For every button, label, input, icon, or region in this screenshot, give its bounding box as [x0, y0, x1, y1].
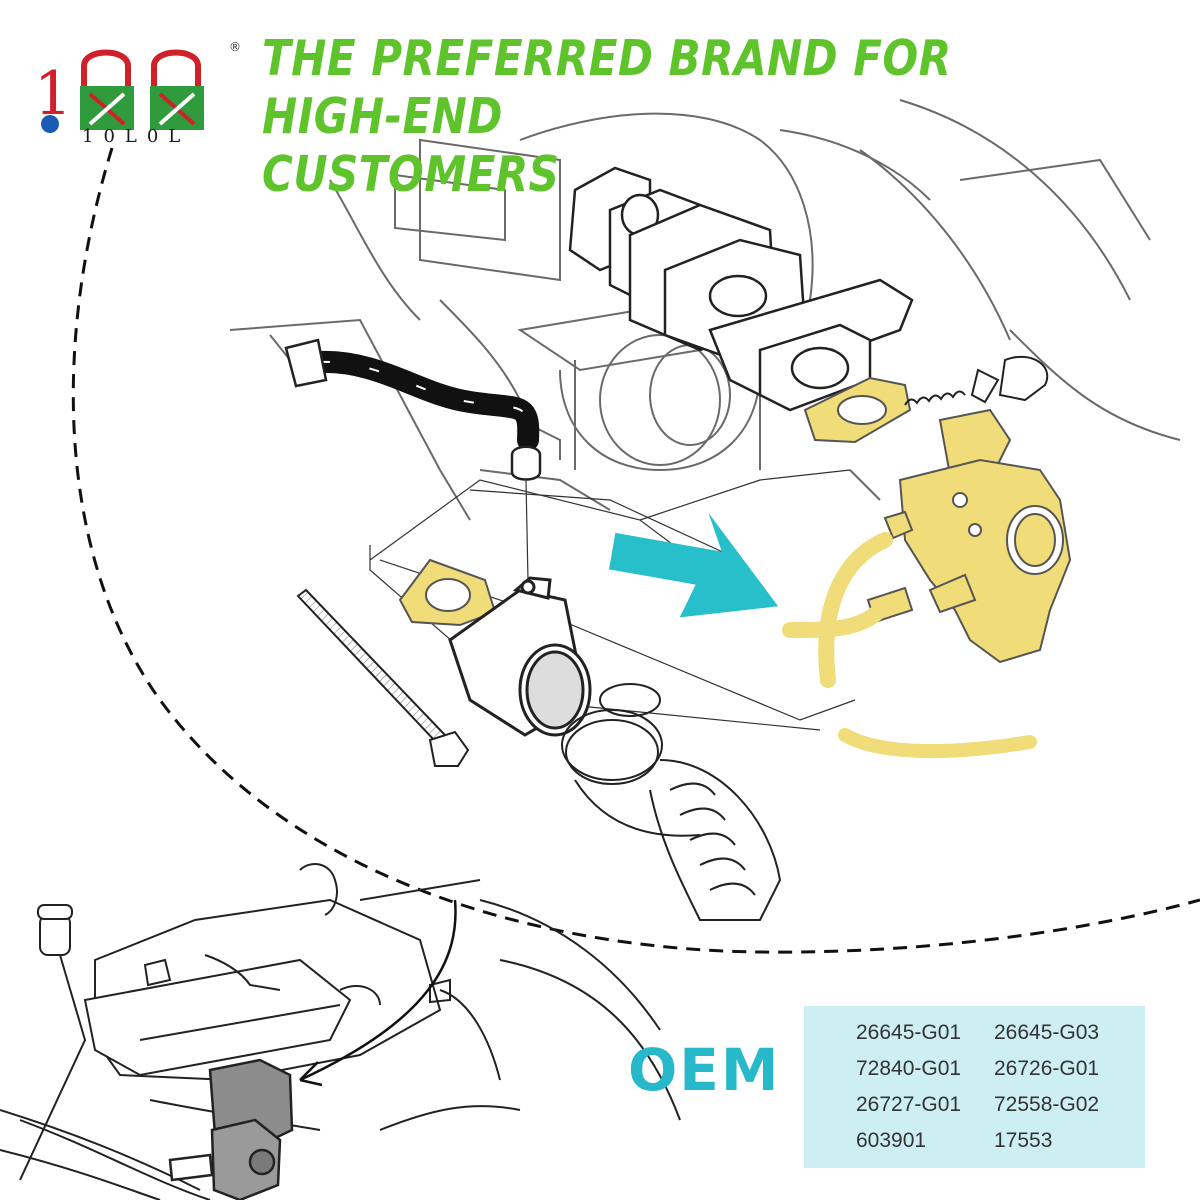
inset-engine-sketch — [0, 863, 681, 1200]
intake-elbow — [448, 576, 592, 737]
hose-clamps-and-boot — [561, 683, 782, 921]
carburetor-highlight — [866, 408, 1072, 664]
headline-line-2: CUSTOMERS — [262, 146, 560, 203]
oem-part-number: 17553 — [994, 1129, 1053, 1152]
headline: THE PREFERRED BRAND FOR HIGH-END CUSTOME… — [262, 30, 1053, 204]
inset-pointer-arrow — [299, 899, 457, 1087]
engine-block-sketch — [229, 99, 1181, 521]
headline-line-1: THE PREFERRED BRAND FOR HIGH-END — [262, 30, 952, 145]
oem-part-number: 72558-G02 — [994, 1093, 1100, 1116]
fuel-hose — [284, 338, 542, 481]
lower-gasket-highlight — [398, 558, 497, 627]
dashed-arc — [71, 147, 1200, 954]
oem-part-number: 603901 — [856, 1129, 927, 1152]
oem-part-number: 72840-G01 — [856, 1057, 962, 1080]
long-bolt — [296, 588, 470, 767]
logo-box-right — [150, 49, 204, 130]
right-arrow-icon — [608, 512, 779, 618]
oem-part-number: 26645-G01 — [856, 1021, 962, 1044]
oem-label: OEM : — [628, 1036, 829, 1104]
oem-part-numbers-panel: 26645-G01 26645-G03 72840-G01 26726-G01 … — [804, 1006, 1145, 1168]
yellow-fuel-lines — [782, 532, 1037, 758]
registered-mark: ® — [229, 40, 241, 54]
oem-part-number: 26645-G03 — [994, 1021, 1100, 1044]
oem-part-number: 26727-G01 — [856, 1093, 962, 1116]
spring-and-pin — [904, 355, 1049, 406]
manifold-plates — [568, 166, 914, 412]
oem-part-number: 26726-G01 — [994, 1057, 1100, 1080]
upper-gasket-highlight — [803, 376, 912, 444]
logo-box-left — [80, 49, 134, 130]
logo-wordmark: 10L0L — [82, 126, 191, 147]
inset-fuel-pump — [168, 1058, 294, 1200]
brand-logo: 1 — [34, 49, 204, 133]
globe-icon — [41, 115, 59, 133]
